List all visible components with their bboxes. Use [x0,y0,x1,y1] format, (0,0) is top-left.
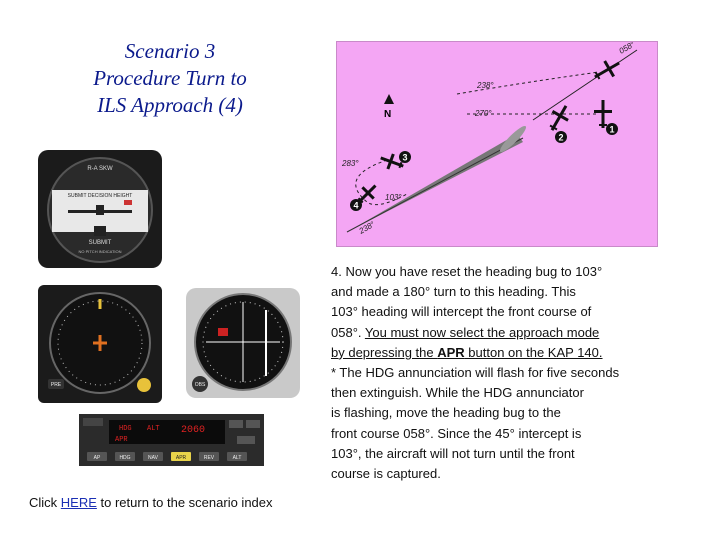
title-line-2: Procedure Turn to [93,66,247,90]
text-line: course is captured. [331,466,441,482]
dashed-course-1 [456,71,600,95]
footer-prefix: Click [29,495,61,510]
north-arrow-icon [384,94,394,104]
ap-button-label: HDG [119,455,130,461]
scenario-index-link[interactable]: HERE [60,495,97,510]
aircraft-1-icon [594,100,612,128]
heading-label: 238° [357,219,377,236]
ap-display-hdg: HDG [119,425,132,433]
front-course-line [532,49,638,121]
aircraft-4-icon [357,184,377,204]
position-marker: 4 [353,201,358,211]
text-line: by depressing the APR button on the KAP … [331,343,671,363]
text-line: 103°, the aircraft will not turn until t… [331,445,575,461]
heading-indicator: PRE [38,285,162,403]
footer-suffix: to return to the scenario index [96,495,273,510]
text-line: is flashing, move the heading bug to the [331,405,561,421]
course-deviation-indicator: OBS [186,288,300,398]
attitude-top-label: R-A SKW [87,166,113,172]
text-segment: by depressing the [331,344,438,360]
ap-button-label: ALT [233,455,242,461]
autopilot-panel: HDG ALT 2060 APR AP HDG NAV APR REV ALT [79,414,264,466]
footer-nav: Click HERE to return to the scenario ind… [29,495,273,510]
text-line: and made a 180° turn to this heading. Th… [331,284,576,300]
ap-button[interactable] [227,452,247,461]
ap-button[interactable] [143,452,163,461]
attitude-mid-label: SUBMIT DECISION HEIGHT [68,193,133,199]
hsi-button-label: PRE [51,382,62,388]
aircraft-3-icon [380,153,404,170]
approach-diagram-svg: N 058° 238° 270° 103° 283° 238° 1 2 3 4 [341,39,638,236]
localizer-beam [347,134,523,232]
ap-button-label: APR [176,455,187,461]
north-label: N [384,109,391,120]
position-marker: 2 [558,133,563,143]
ap-button[interactable] [87,452,107,461]
instruction-text: 4. Now you have reset the heading bug to… [331,262,671,484]
heading-label: 283° [341,159,359,168]
aircraft-top-icon [594,60,620,80]
text-segment: button on the KAP 140. [464,344,603,360]
ap-buttons: AP HDG NAV APR REV ALT [87,452,247,461]
position-marker: 1 [609,125,614,135]
text-line: 103° heading will intercept the front co… [331,304,592,320]
ap-button-label: AP [94,455,101,461]
text-segment: 058°. [331,324,365,340]
ap-display-altitude: 2060 [181,425,205,436]
text-line: then extinguish. While the HDG annunciat… [331,385,584,401]
ap-button-label: NAV [148,455,159,461]
attitude-bottom-label: SUBMIT [89,240,112,246]
attitude-indicator: R-A SKW SUBMIT DECISION HEIGHT SUBMIT NO… [38,150,162,268]
apr-emphasis: APR [437,344,465,360]
title-line-3: ILS Approach (4) [97,93,243,117]
text-line: front course 058°. Since the 45° interce… [331,425,582,441]
text-line: 4. Now you have reset the heading bug to… [331,264,603,279]
ap-button[interactable] [115,452,135,461]
underlined-instruction: You must now select the approach mode [364,324,600,340]
localizer-antenna [499,125,527,153]
apr-button[interactable] [171,452,191,461]
text-line: 058°. You must now select the approach m… [331,323,671,343]
position-marker: 3 [402,153,407,163]
ap-button[interactable] [199,452,219,461]
title-line-1: Scenario 3 [124,39,216,63]
page-title: Scenario 3 Procedure Turn to ILS Approac… [40,38,300,119]
aircraft-2-icon [549,105,569,131]
approach-diagram: N 058° 238° 270° 103° 283° 238° 1 2 3 4 [336,39,658,247]
heading-label: 238° [476,81,494,90]
attitude-bottom-label-2: NO PITCH INDICATION [78,249,121,254]
ap-display-alt: ALT [147,425,160,433]
heading-label: 103° [385,193,402,202]
text-line: * The HDG annunciation will flash for fi… [331,365,620,381]
ap-button-label: REV [204,455,215,461]
heading-label: 270° [474,109,492,118]
ap-display-mode: APR [115,436,128,444]
obs-knob-label: OBS [195,382,206,388]
heading-label: 058° [618,42,638,56]
